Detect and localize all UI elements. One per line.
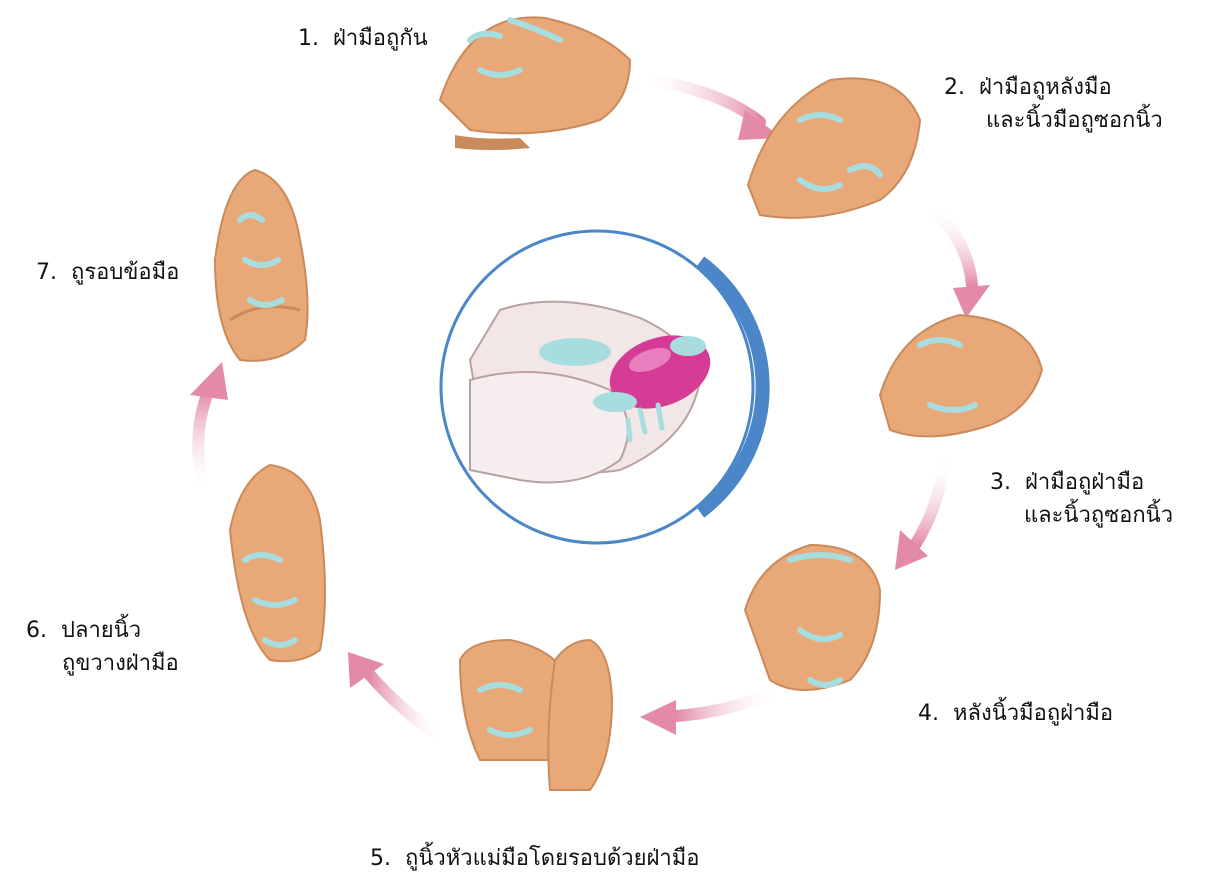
step-6-text-line2: ถูขวางฝ่ามือ (26, 647, 179, 680)
step-3-text-line1: ฝ่ามือถูฝ่ามือ (1025, 470, 1144, 495)
step-1-label: 1. ฝ่ามือถูกัน (298, 22, 428, 55)
arrow-4-to-5 (640, 690, 780, 735)
step-7-number: 7. (36, 260, 57, 285)
step-2-text-line1: ฝ่ามือถูหลังมือ (979, 75, 1112, 100)
step-5-label: 5. ถูนิ้วหัวแม่มือโดยรอบด้วยฝ่ามือ (370, 842, 699, 875)
arrow-6-to-7 (190, 362, 228, 495)
hands-step-3-illustration (880, 315, 1042, 436)
step-5-text: ถูนิ้วหัวแม่มือโดยรอบด้วยฝ่ามือ (405, 846, 699, 871)
step-1-number: 1. (298, 26, 319, 51)
step-3-label: 3. ฝ่ามือถูฝ่ามือ และนิ้วถูซอกนิ้ว (990, 466, 1173, 532)
step-7-label: 7. ถูรอบข้อมือ (36, 256, 179, 289)
arrow-1-to-2 (640, 78, 782, 140)
step-6-label: 6. ปลายนิ้ว ถูขวางฝ่ามือ (26, 614, 179, 680)
step-4-number: 4. (918, 701, 939, 726)
step-6-number: 6. (26, 618, 47, 643)
arrow-5-to-6 (348, 652, 445, 740)
hands-step-7-illustration (215, 170, 308, 361)
arrow-2-to-3 (930, 205, 990, 318)
step-2-label: 2. ฝ่ามือถูหลังมือ และนิ้วมือถูซอกนิ้ว (944, 71, 1163, 137)
center-soap-circle (441, 231, 763, 543)
step-7-text: ถูรอบข้อมือ (71, 260, 179, 285)
step-5-number: 5. (370, 846, 391, 871)
step-4-label: 4. หลังนิ้วมือถูฝ่ามือ (918, 697, 1113, 730)
hands-step-6-illustration (230, 465, 325, 661)
step-4-text: หลังนิ้วมือถูฝ่ามือ (953, 701, 1113, 726)
step-3-number: 3. (990, 470, 1011, 495)
step-1-text: ฝ่ามือถูกัน (333, 26, 428, 51)
hands-step-5-illustration (460, 640, 612, 790)
hands-step-4-illustration (745, 545, 880, 690)
step-3-text-line2: และนิ้วถูซอกนิ้ว (990, 499, 1173, 532)
hands-step-2-illustration (748, 78, 920, 218)
step-2-number: 2. (944, 75, 965, 100)
arrow-3-to-4 (895, 455, 945, 570)
step-2-text-line2: และนิ้วมือถูซอกนิ้ว (944, 104, 1163, 137)
hands-step-1-illustration (440, 17, 630, 150)
step-6-text-line1: ปลายนิ้ว (61, 618, 141, 643)
